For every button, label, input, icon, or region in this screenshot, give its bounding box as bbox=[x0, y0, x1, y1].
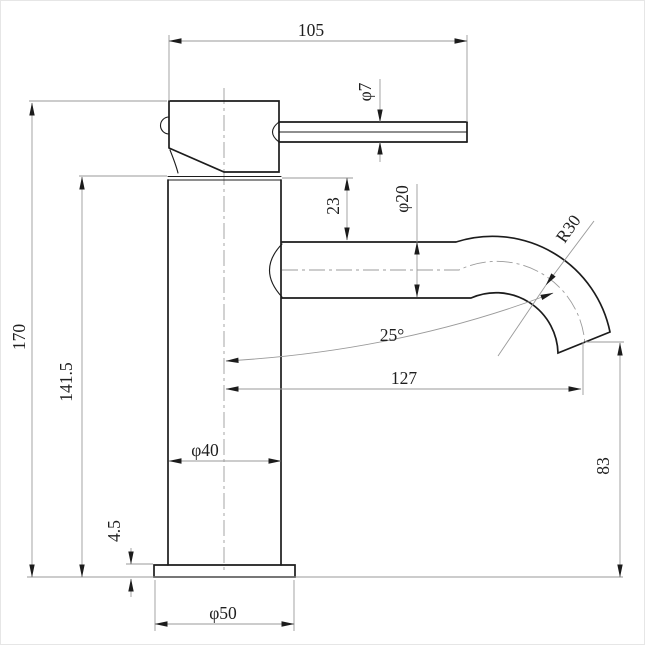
dim-body-diameter: φ40 bbox=[191, 440, 219, 460]
leader-bend-radius-lower bbox=[497, 284, 547, 357]
dim-outlet-height: 83 bbox=[593, 457, 613, 475]
dim-lever-diameter: φ7 bbox=[355, 82, 375, 101]
dimension-labels: 105 φ7 23 φ20 R30 25° 127 170 141.5 φ40 … bbox=[9, 20, 613, 623]
dimension-lines bbox=[29, 38, 623, 627]
housing-bottom-left-curve bbox=[169, 149, 179, 174]
base-plate-outline bbox=[153, 564, 296, 578]
dim-body-height: 141.5 bbox=[56, 362, 76, 402]
dim-spout-diameter: φ20 bbox=[392, 185, 412, 213]
dim-bend-radius: R30 bbox=[552, 211, 585, 247]
centerlines bbox=[223, 88, 586, 571]
spout-root-arc bbox=[269, 243, 283, 298]
housing-button-bump bbox=[160, 116, 170, 135]
dim-spout-reach: 127 bbox=[391, 368, 418, 388]
dim-outlet-angle: 25° bbox=[380, 325, 405, 345]
basin-faucet-outline bbox=[153, 100, 611, 578]
dim-handle-length: 105 bbox=[298, 20, 325, 40]
dim-spout-top-offset: 23 bbox=[323, 197, 343, 215]
handle-housing-outline bbox=[168, 100, 280, 173]
dim-base-diameter: φ50 bbox=[209, 603, 237, 623]
dim-total-height: 170 bbox=[9, 324, 29, 351]
spout-axis-centerline bbox=[282, 260, 586, 347]
extension-lines bbox=[27, 35, 624, 631]
dim-arc-outlet-angle bbox=[225, 292, 554, 363]
leader-bend-radius-upper bbox=[545, 220, 595, 286]
spout-outline bbox=[281, 235, 611, 355]
dim-base-height: 4.5 bbox=[104, 520, 124, 542]
handle-lever-root-arc bbox=[271, 121, 280, 143]
